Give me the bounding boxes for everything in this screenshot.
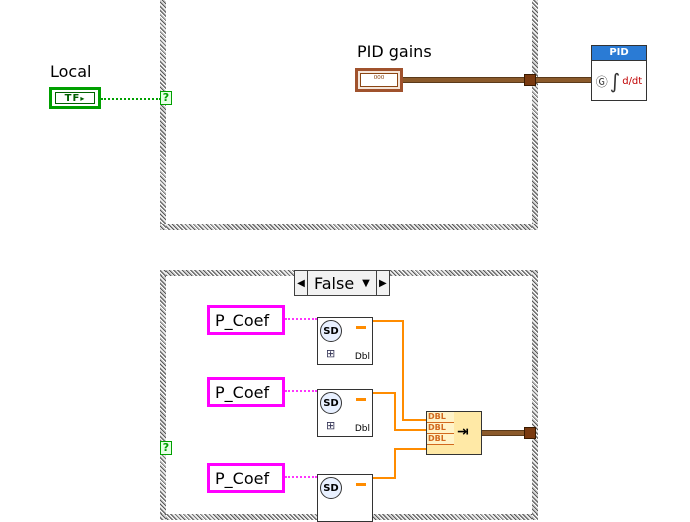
case-selector-terminal[interactable]: ? bbox=[160, 91, 172, 105]
dbl-type-label: Dbl bbox=[354, 424, 370, 434]
local-terminal-icon: TF▸ bbox=[55, 92, 95, 104]
top-case-structure[interactable] bbox=[160, 0, 538, 230]
bottom-output-tunnel[interactable] bbox=[524, 427, 536, 439]
boolean-wire[interactable] bbox=[101, 98, 161, 100]
variant-to-data-subvi-2[interactable]: SD ⊞ Dbl bbox=[317, 389, 373, 437]
bottom-case-selector-terminal[interactable]: ? bbox=[160, 441, 172, 455]
pid-subvi-title: PID bbox=[592, 46, 646, 61]
sd-icon: SD bbox=[320, 320, 342, 342]
pcoef-constant-2[interactable]: P_Coef bbox=[207, 377, 285, 407]
pid-subvi[interactable]: PID Ⓖ∫d/dt bbox=[591, 45, 647, 101]
dbl-wire-1-h2[interactable] bbox=[402, 419, 426, 421]
sd-icon: SD bbox=[320, 477, 342, 499]
dbl-wire-3-v[interactable] bbox=[394, 448, 396, 479]
dbl-wire-1-h[interactable] bbox=[373, 320, 403, 322]
bundle-input-2: DBL bbox=[427, 423, 454, 434]
dbl-bar-icon bbox=[356, 398, 366, 401]
string-wire-2[interactable] bbox=[285, 390, 317, 392]
sd-icon: SD bbox=[320, 392, 342, 414]
bundle-output-wire[interactable] bbox=[482, 430, 526, 436]
dbl-wire-2-h[interactable] bbox=[373, 392, 395, 394]
bundle-input-1: DBL bbox=[427, 412, 454, 423]
bundle-input-3: DBL bbox=[427, 434, 454, 445]
local-label: Local bbox=[50, 62, 92, 81]
pid-gains-wire-inner[interactable] bbox=[403, 77, 525, 83]
variant-to-data-subvi-3[interactable]: SD bbox=[317, 474, 373, 522]
dbl-wire-2-v[interactable] bbox=[394, 392, 396, 430]
grid-icon: ⊞ bbox=[326, 347, 336, 360]
string-wire-1[interactable] bbox=[285, 318, 317, 320]
bundle-arrow-icon: ⇥ bbox=[457, 424, 469, 440]
pid-gains-wire-outer[interactable] bbox=[536, 77, 591, 83]
dbl-wire-1-v[interactable] bbox=[402, 320, 404, 420]
dbl-wire-2-h2[interactable] bbox=[394, 429, 426, 431]
pid-output-tunnel[interactable] bbox=[524, 74, 536, 86]
cluster-icon: ⁰⁰⁰ bbox=[360, 73, 398, 87]
decrement-arrow-icon[interactable]: ◀ bbox=[295, 271, 308, 295]
pcoef-constant-1[interactable]: P_Coef bbox=[207, 305, 285, 335]
pcoef-constant-3[interactable]: P_Coef bbox=[207, 463, 285, 493]
dbl-wire-3-h[interactable] bbox=[373, 477, 395, 479]
pid-gains-label: PID gains bbox=[357, 42, 432, 61]
dbl-wire-3-h2[interactable] bbox=[394, 448, 426, 450]
local-boolean-terminal[interactable]: TF▸ bbox=[49, 87, 101, 109]
selector-value: False bbox=[314, 273, 355, 293]
dbl-type-label: Dbl bbox=[354, 352, 370, 362]
bundle-node[interactable]: DBL DBL DBL ⇥ bbox=[426, 411, 482, 455]
increment-arrow-icon[interactable]: ▶ bbox=[375, 271, 389, 295]
chevron-down-icon[interactable]: ▼ bbox=[362, 277, 370, 289]
dbl-bar-icon bbox=[356, 326, 366, 329]
string-wire-3[interactable] bbox=[285, 476, 317, 478]
variant-to-data-subvi-1[interactable]: SD ⊞ Dbl bbox=[317, 317, 373, 365]
pid-integral-icon: Ⓖ∫d/dt bbox=[595, 69, 643, 93]
grid-icon: ⊞ bbox=[326, 419, 336, 432]
case-selector-label[interactable]: ◀ False ▼ ▶ bbox=[294, 270, 390, 296]
pid-gains-cluster-terminal[interactable]: ⁰⁰⁰ bbox=[355, 68, 403, 92]
dbl-bar-icon bbox=[356, 483, 366, 486]
